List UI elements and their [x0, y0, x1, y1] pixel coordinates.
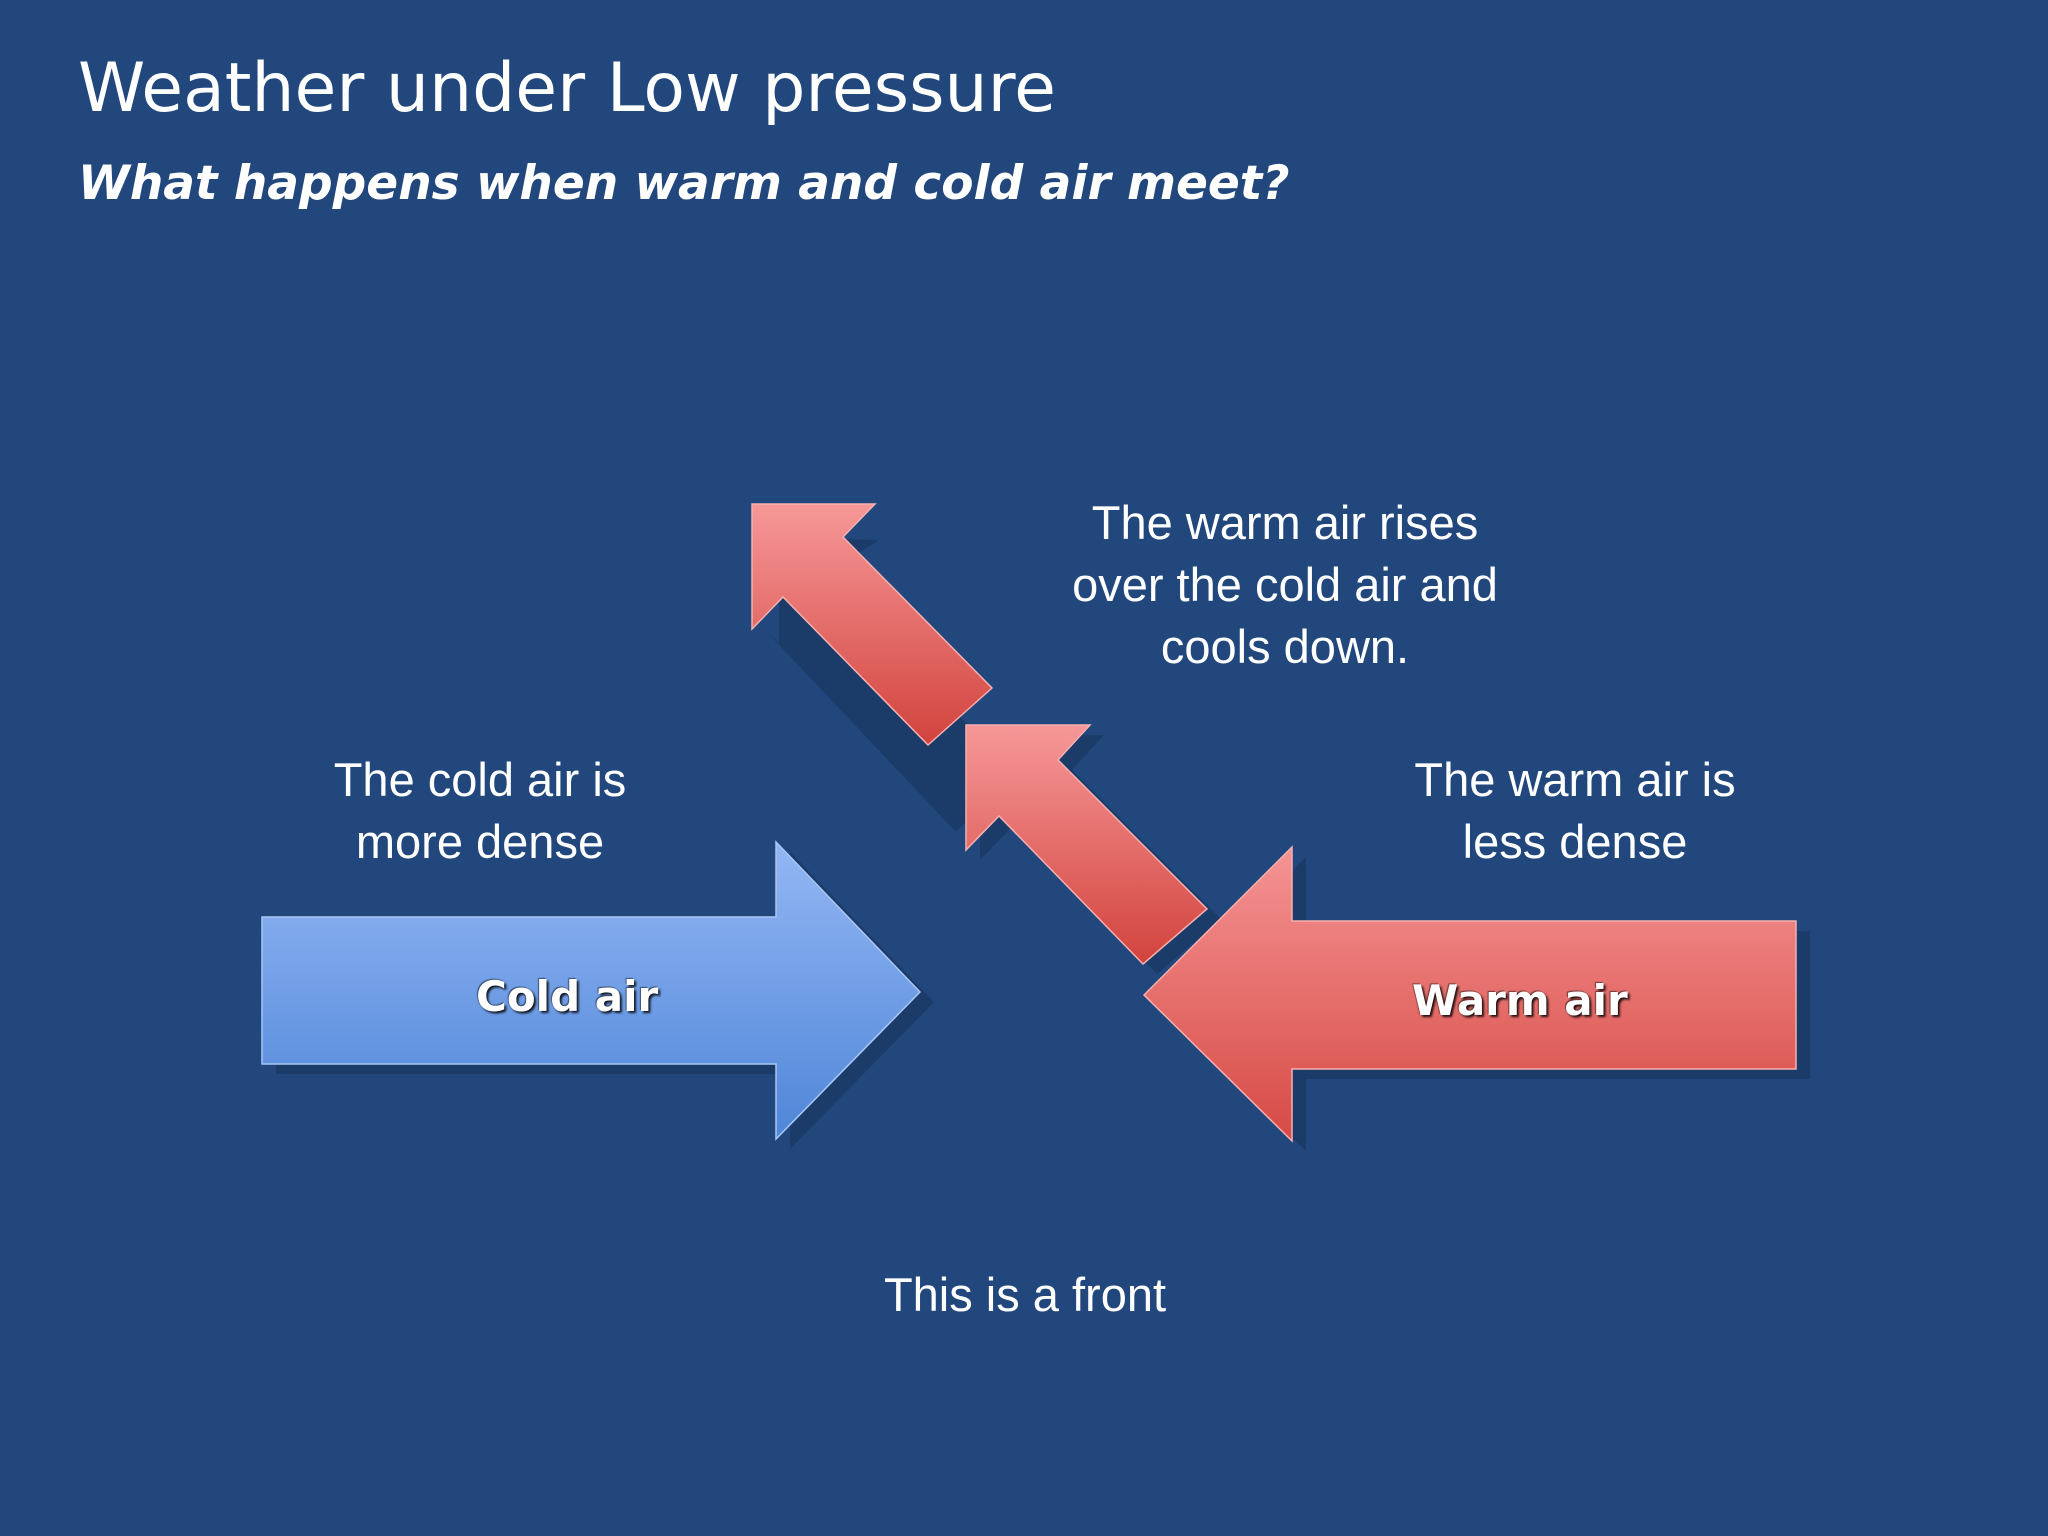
cold-air-label: Cold air — [476, 972, 659, 1021]
warm-air-label: Warm air — [1412, 976, 1628, 1025]
slide-subtitle: What happens when warm and cold air meet… — [78, 156, 1290, 211]
cold-air-arrow — [261, 840, 934, 1149]
cold-air-dense-note: The cold air is more dense — [333, 753, 627, 868]
warm-air-rises-note: The warm air rises over the cold air and… — [1072, 496, 1498, 673]
warm-air-dense-note: The warm air is less dense — [1414, 753, 1736, 868]
front-note: This is a front — [883, 1268, 1167, 1321]
rising-arrow-lower — [965, 724, 1221, 974]
slide-title: Weather under Low pressure — [78, 49, 1056, 128]
rising-arrow-upper — [751, 503, 1015, 832]
warm-air-arrow — [1142, 845, 1810, 1151]
